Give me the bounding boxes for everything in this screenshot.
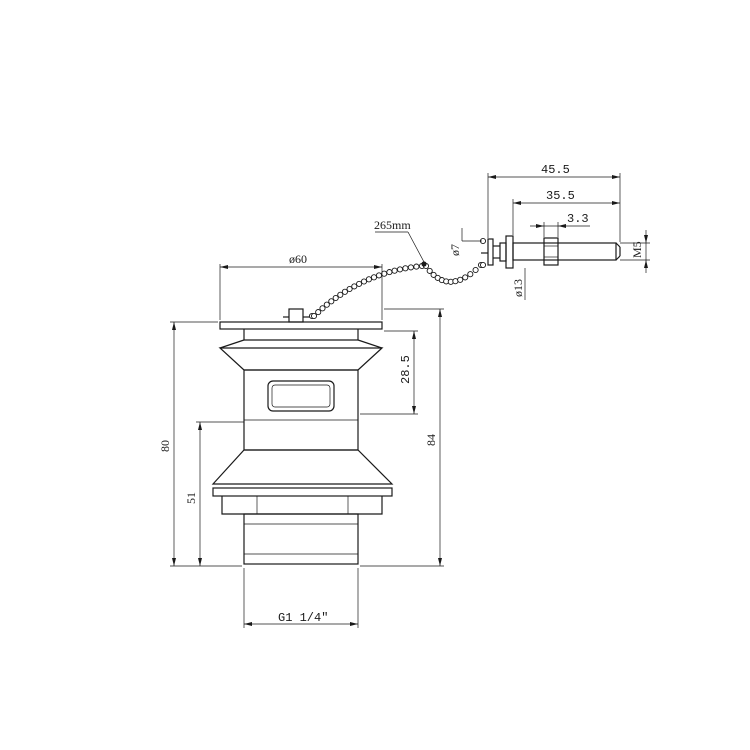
- chain-anchor-dot: [421, 261, 427, 267]
- label-thread-height: 51: [184, 492, 198, 504]
- dimension-labels: 265mm ø60 80 51 84 28.5 G1 1/4" 45.5 35.…: [158, 163, 644, 625]
- chain-bead: [462, 274, 469, 281]
- flange-ring: [212, 487, 393, 497]
- chain-bead: [328, 298, 335, 305]
- rod-nut: [543, 237, 559, 266]
- label-rod-shaft: 35.5: [546, 189, 575, 203]
- chain-bead: [413, 263, 420, 270]
- chain-bead: [430, 271, 437, 278]
- label-overall-height: 84: [424, 434, 438, 446]
- chain-bead: [337, 291, 344, 298]
- chain-bead: [467, 271, 474, 278]
- chain-bead: [315, 309, 322, 316]
- label-plug-diameter: ø60: [289, 252, 307, 266]
- label-rod-thread-size: M5: [630, 241, 644, 258]
- chain-bead: [351, 283, 358, 290]
- plug-cap: [219, 321, 383, 330]
- chain-bead: [407, 264, 414, 271]
- chain-bead: [381, 270, 388, 277]
- chain-bead: [332, 294, 339, 302]
- chain-bead: [472, 266, 479, 274]
- label-nut-diameter: ø13: [511, 279, 525, 297]
- chain-bead: [370, 274, 378, 281]
- rod-shaft: [512, 242, 617, 261]
- chain-bead: [396, 266, 404, 273]
- bead-chain: [310, 261, 485, 320]
- label-chain-length: 265mm: [374, 218, 411, 232]
- label-rod-thread: 3.3: [567, 212, 589, 226]
- central-body: [243, 369, 359, 451]
- upper-cone: [218, 347, 384, 371]
- rod-washer: [487, 238, 494, 266]
- chain-bead: [360, 278, 368, 285]
- chain-bead: [341, 288, 348, 295]
- chain-bead: [365, 276, 372, 283]
- chain-bead: [426, 267, 433, 274]
- label-flange-to-slot: 28.5: [399, 355, 413, 384]
- overflow-slot: [267, 380, 335, 412]
- dimension-lines: [170, 173, 650, 628]
- chain-bead: [323, 301, 330, 308]
- label-rod-total: 45.5: [541, 163, 570, 177]
- plug-knob: [288, 308, 304, 323]
- waste-body: [211, 308, 394, 565]
- chain-bead: [402, 265, 409, 272]
- chain-bead: [319, 305, 326, 312]
- chain-bead: [457, 276, 464, 283]
- chain-bead: [375, 272, 383, 279]
- locking-nut: [221, 496, 383, 515]
- chain-bead: [310, 312, 318, 320]
- label-body-height: 80: [158, 440, 172, 452]
- threaded-tail: [243, 513, 359, 565]
- lower-cone: [211, 449, 394, 485]
- chain-bead: [386, 269, 393, 276]
- chain-bead: [346, 285, 353, 293]
- overflow-rod: [479, 235, 621, 269]
- label-washer-diameter: ø7: [448, 244, 462, 256]
- label-thread-size: G1 1/4": [278, 611, 328, 625]
- chain-bead: [356, 280, 363, 287]
- chain-bead: [391, 267, 398, 274]
